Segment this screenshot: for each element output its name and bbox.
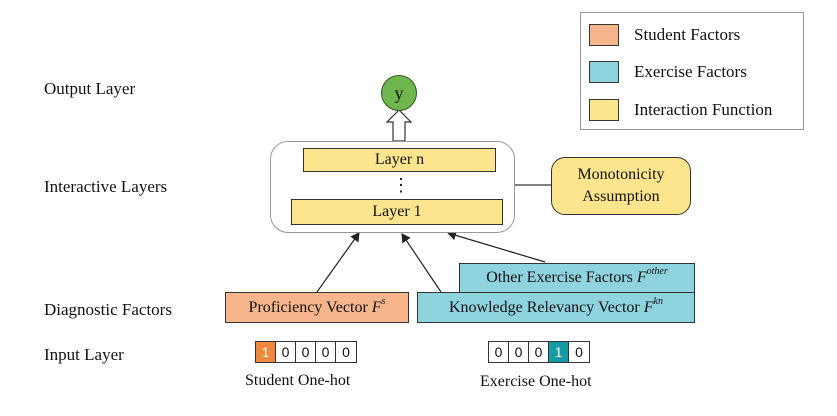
row-label-input: Input Layer: [44, 345, 124, 364]
row-label-diagnostic: Diagnostic Factors: [44, 300, 172, 319]
legend-item-student: Student Factors: [589, 24, 740, 46]
other-exercise-factors-label: Other Exercise Factors: [486, 269, 637, 286]
legend: Student Factors Exercise Factors Interac…: [580, 12, 804, 130]
student-onehot-cell: 0: [276, 342, 296, 362]
proficiency-vector-label: Proficiency Vector: [248, 298, 372, 316]
layer-n-box: Layer n: [303, 148, 496, 172]
student-onehot-cell: 0: [296, 342, 316, 362]
legend-label: Student Factors: [634, 25, 741, 44]
student-onehot-caption: Student One-hot: [245, 372, 351, 389]
layer-n-label: Layer n: [374, 151, 425, 168]
arrow-proficiency: [316, 232, 360, 293]
legend-label: Exercise Factors: [634, 62, 747, 81]
exercise-onehot-cell: 0: [529, 342, 549, 362]
monotonicity-line-1: Monotonicity: [577, 166, 665, 183]
exercise-onehot-vector: 0 0 0 1 0: [488, 341, 590, 363]
row-label-output: Output Layer: [44, 79, 136, 98]
knowledge-relevancy-vector-symbol: F: [643, 298, 654, 316]
legend-item-interaction: Interaction Function: [589, 99, 772, 121]
layer-ellipsis: ⋮: [392, 175, 410, 195]
exercise-onehot-caption: Exercise One-hot: [480, 373, 592, 390]
student-onehot-cell: 1: [256, 342, 276, 362]
legend-swatch: [589, 61, 619, 83]
legend-item-exercise: Exercise Factors: [589, 61, 747, 83]
proficiency-vector-symbol: F: [371, 298, 382, 316]
student-onehot-cell: 0: [316, 342, 336, 362]
exercise-onehot-cell: 0: [575, 344, 583, 360]
layer-1-label: Layer 1: [372, 203, 422, 220]
output-node-y: y: [381, 75, 417, 111]
output-arrow: [385, 109, 413, 142]
arrow-other: [447, 230, 546, 263]
legend-swatch: [589, 24, 619, 46]
row-label-interactive: Interactive Layers: [44, 177, 168, 196]
exercise-onehot-cell: 1: [549, 342, 569, 362]
exercise-onehot-cell: 0: [489, 342, 509, 362]
student-onehot-vector: 1 0 0 0 0: [255, 341, 357, 363]
monotonicity-line-2: Assumption: [582, 188, 660, 205]
output-node-label: y: [394, 82, 404, 103]
layer-1-box: Layer 1: [291, 199, 503, 225]
legend-label: Interaction Function: [634, 100, 773, 119]
knowledge-relevancy-vector-label: Knowledge Relevancy Vector: [449, 298, 644, 316]
student-onehot-cell: 0: [342, 344, 350, 360]
exercise-onehot-cell: 0: [509, 342, 529, 362]
legend-swatch: [589, 99, 619, 121]
other-exercise-factors-symbol: F: [636, 269, 647, 286]
monotonicity-assumption-box: Monotonicity Assumption: [551, 157, 691, 215]
arrow-knowledge: [401, 233, 442, 293]
